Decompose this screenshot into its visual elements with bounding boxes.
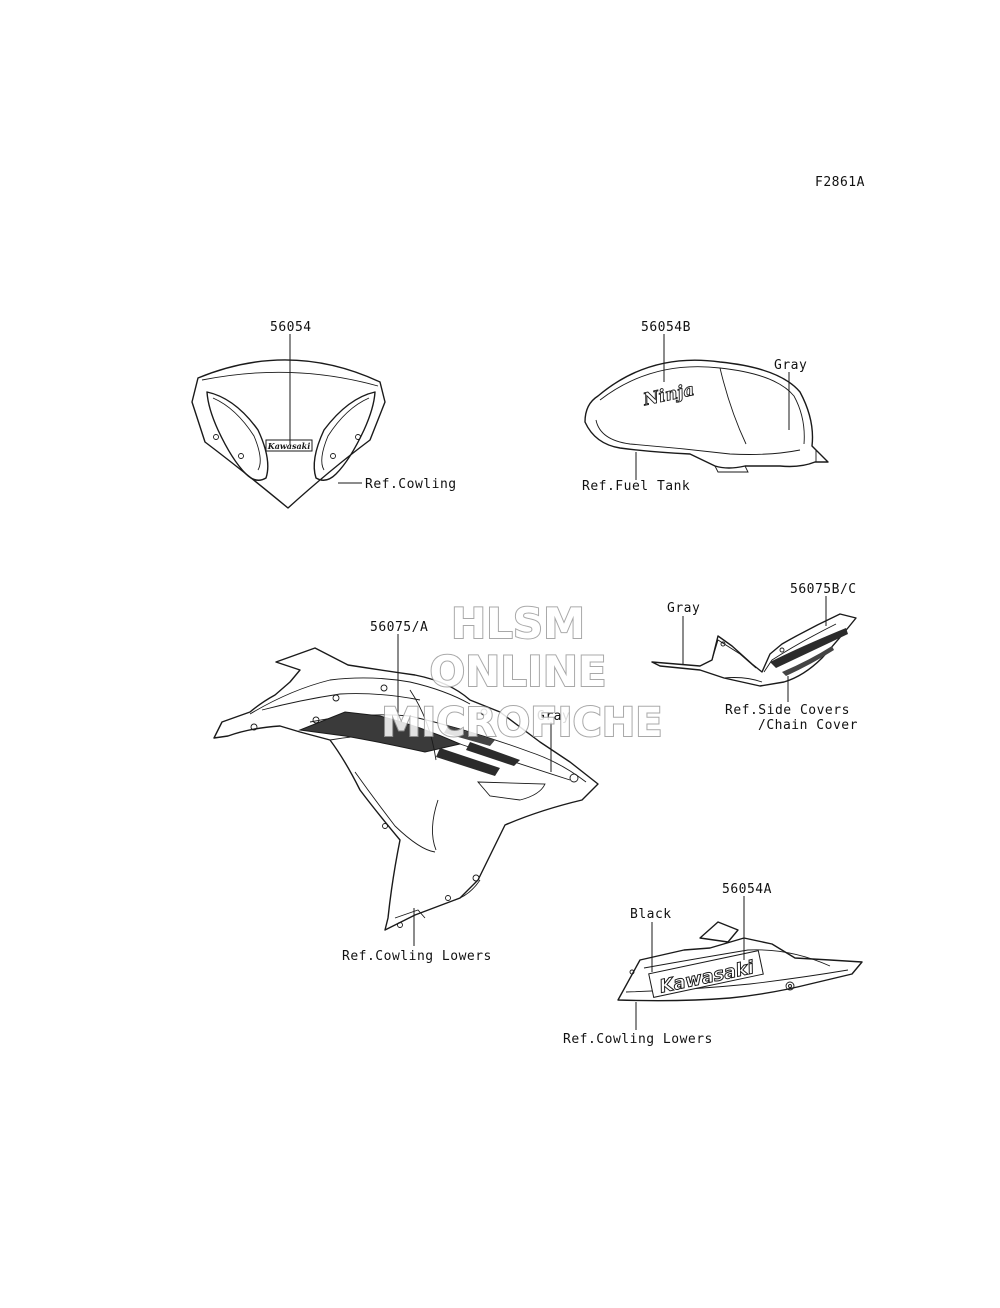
watermark-line2: ONLINE (429, 647, 606, 696)
fuel-tank-drawing: Ninja (584, 359, 829, 473)
side-part-number: 56075B/C (790, 582, 857, 597)
side-ref-label-line1: Ref.Side Covers (725, 703, 850, 718)
lower-color-label: Black (630, 907, 672, 922)
side-cover-drawing (651, 613, 857, 687)
watermark: HLSM ONLINE MICROFICHE (380, 598, 663, 747)
lower-cowl-drawing: Kawasaki (617, 921, 863, 1002)
cowl-color-label: Gray (537, 709, 570, 724)
side-color-label: Gray (667, 601, 700, 616)
tank-ref-label: Ref.Fuel Tank (582, 479, 690, 494)
windshield-ref-label: Ref.Cowling (365, 477, 457, 492)
tank-color-label: Gray (774, 358, 807, 373)
figure-code: F2861A (815, 175, 865, 190)
lower-part-number: 56054A (722, 882, 772, 897)
lower-ref-label: Ref.Cowling Lowers (563, 1032, 713, 1047)
tank-part-number: 56054B (641, 320, 691, 335)
tank-logo-text: Ninja (641, 380, 697, 410)
windshield-drawing: Kawasaki (191, 359, 386, 509)
cowl-part-number: 56075/A (370, 620, 428, 635)
side-cowl-drawing (213, 647, 599, 931)
windshield-logo-text: Kawasaki (267, 441, 310, 451)
windshield-part-number: 56054 (270, 320, 312, 335)
side-ref-label-line2: /Chain Cover (758, 718, 858, 733)
watermark-line3: MICROFICHE (381, 700, 662, 746)
watermark-line1: HLSM (451, 599, 585, 648)
cowl-ref-label: Ref.Cowling Lowers (342, 949, 492, 964)
